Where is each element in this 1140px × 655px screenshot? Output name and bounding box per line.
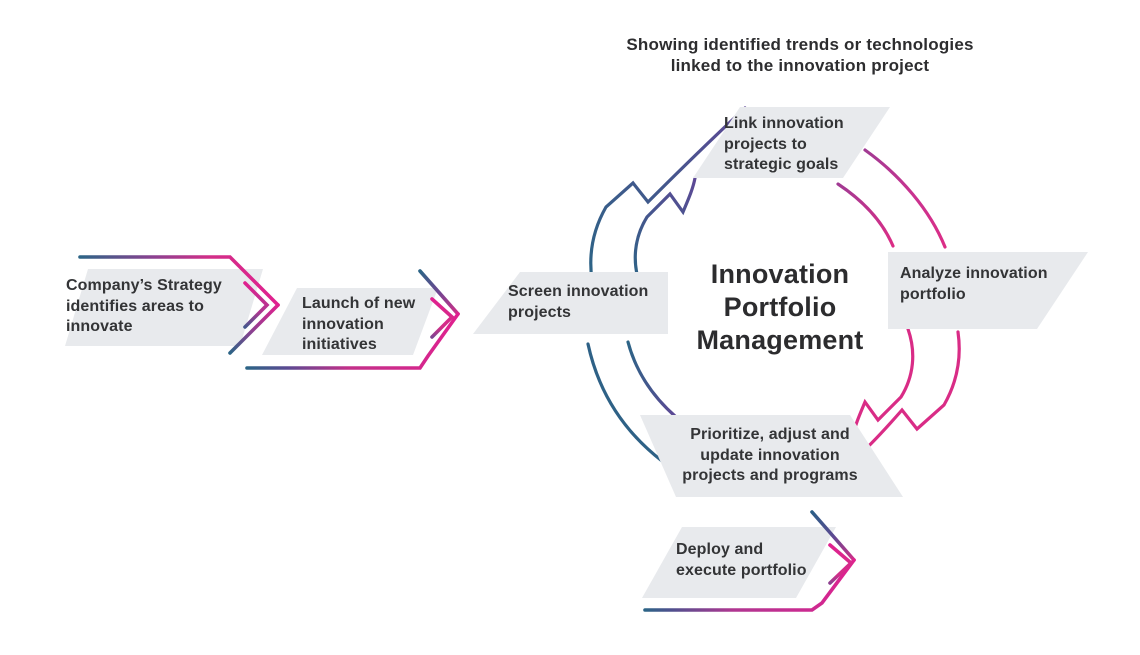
step-screen-projects: Screen innovation projects (470, 272, 670, 334)
arrow-launch-top (418, 269, 460, 316)
step-label: Company’s Strategy identifies areas to i… (66, 277, 222, 335)
step-label: Deploy and execute portfolio (676, 541, 807, 579)
arc-upper-left-outer (589, 106, 747, 282)
arc-upper-right-outer (863, 148, 947, 249)
parallelogram-bg (65, 269, 263, 346)
step-label: Analyze innovation portfolio (900, 265, 1048, 303)
chevron-deploy-icon (828, 543, 854, 585)
step-deploy-execute: Deploy and execute portfolio (638, 527, 838, 598)
step-label: Screen innovation projects (508, 283, 649, 321)
step-analyze-portfolio: Analyze innovation portfolio (885, 252, 1090, 329)
arrow-deploy-top (810, 510, 856, 562)
arc-upper-left-inner (633, 176, 697, 287)
step-company-strategy: Company’s Strategy identifies areas to i… (48, 269, 280, 346)
arc-lower-left-inner (626, 340, 678, 419)
step-prioritize-update: Prioritize, adjust and update innovation… (635, 415, 905, 497)
arc-upper-right-inner (836, 182, 895, 248)
arc-lower-right-outer (854, 330, 961, 460)
step-label: Prioritize, adjust and update innovation… (682, 426, 858, 484)
cycle-center-title: Innovation Portfolio Management (696, 259, 864, 355)
chevron-company-icon (243, 281, 270, 329)
arrow-deploy-bottom (643, 558, 856, 612)
chevron-launch-icon (430, 297, 455, 339)
step-link-strategic-goals: Link innovation projects to strategic go… (688, 107, 893, 178)
step-label: Link innovation projects to strategic go… (724, 115, 844, 173)
parallelogram-bg (262, 288, 438, 355)
step-label: Launch of new innovation initiatives (302, 295, 416, 353)
diagram-caption: Showing identified trends or technologie… (626, 35, 974, 75)
step-launch-initiatives: Launch of new innovation initiatives (255, 288, 445, 355)
arrow-company-top (78, 255, 280, 307)
arc-lower-left-outer (586, 342, 664, 463)
arrow-company-bottom (228, 303, 280, 355)
arrow-launch-bottom (245, 312, 460, 370)
arc-lower-right-inner (851, 327, 915, 438)
